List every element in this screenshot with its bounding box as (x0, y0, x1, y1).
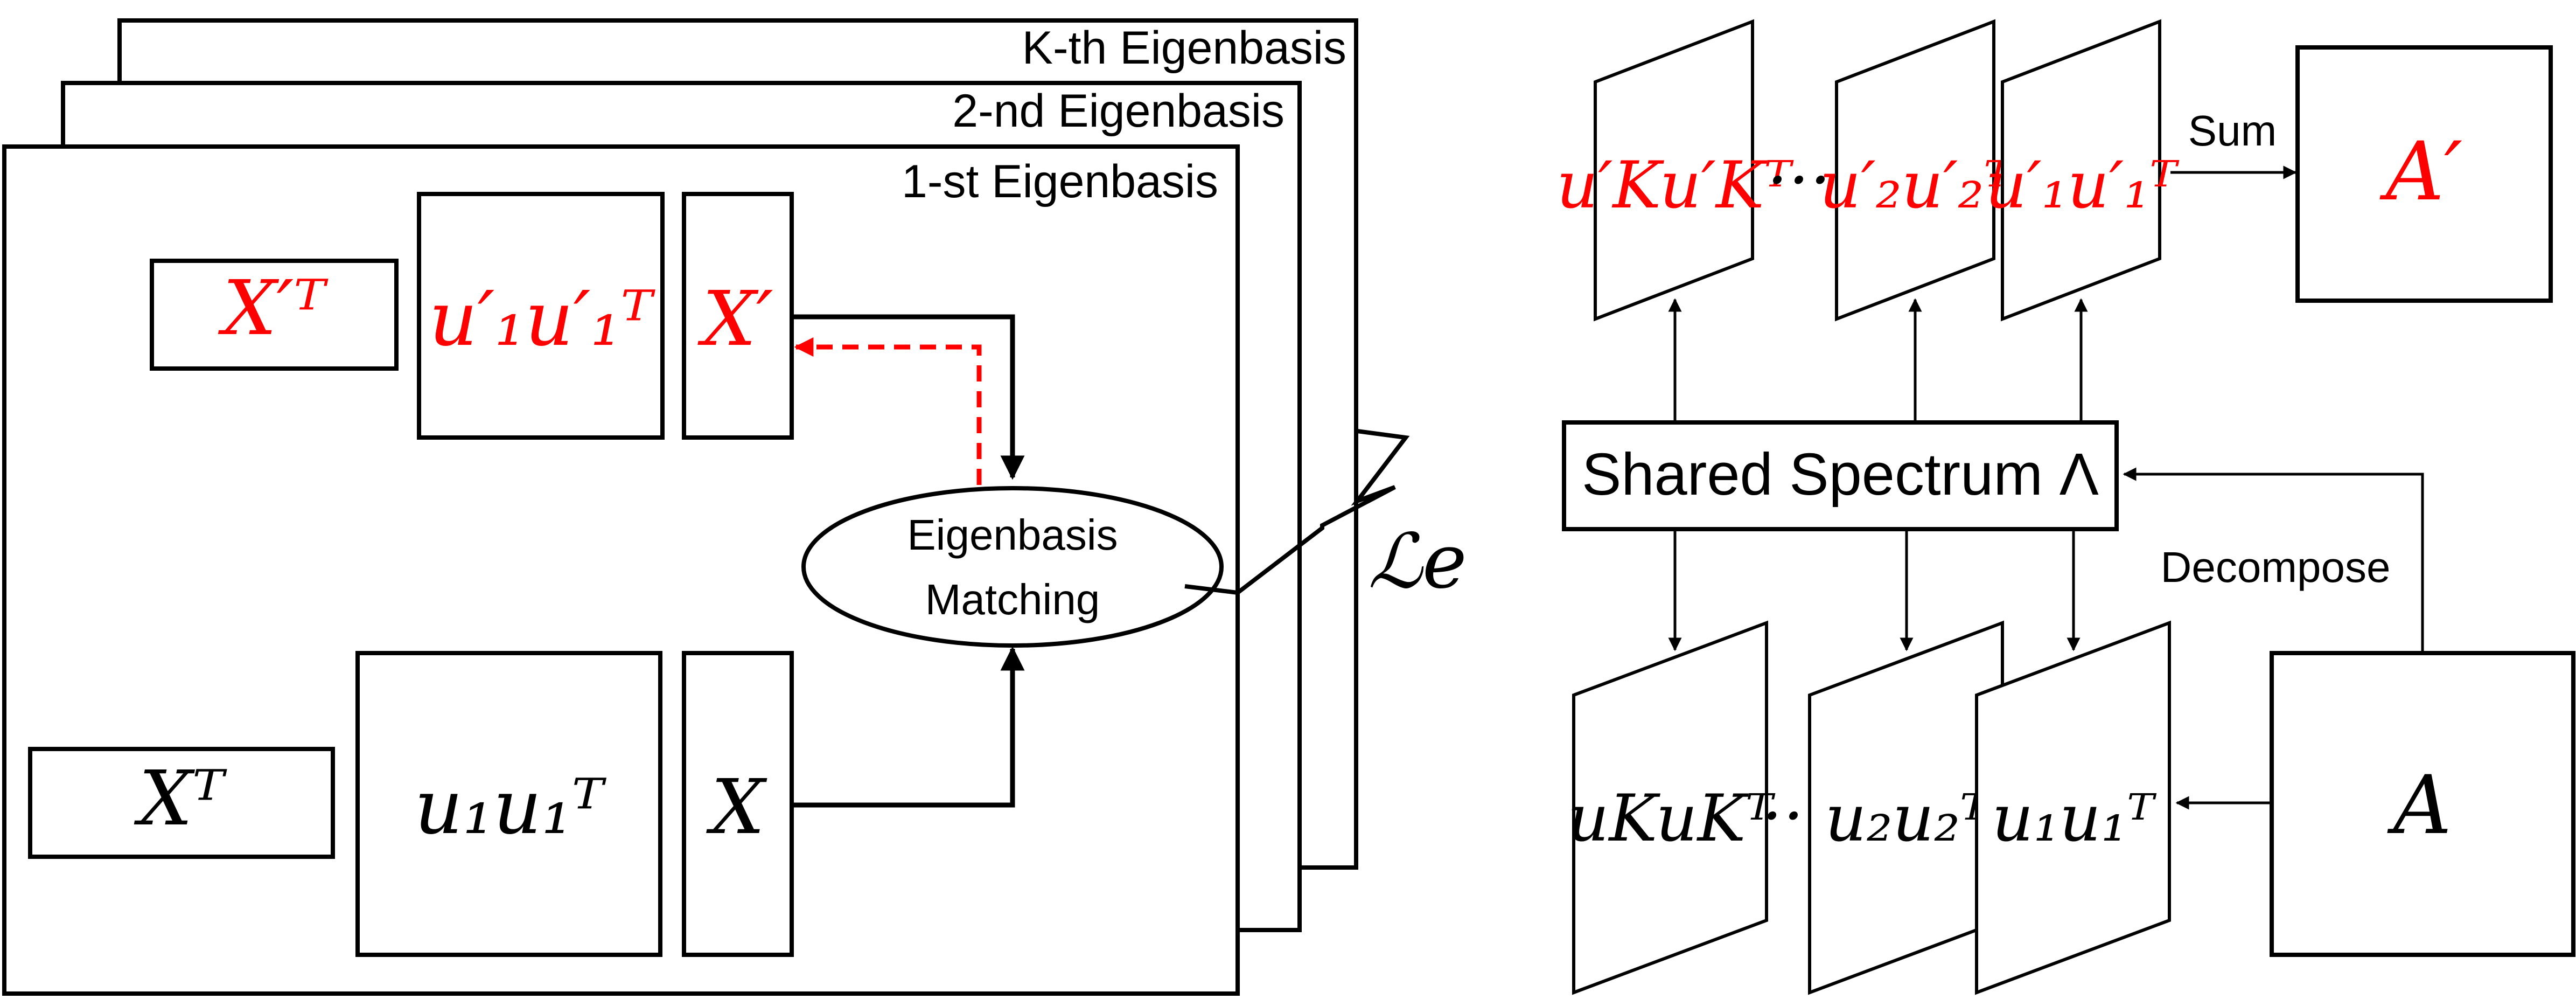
x-to-matching-arrow (792, 646, 1025, 808)
eigenbasis-matching-line1: Eigenbasis (907, 511, 1118, 559)
x-t-box (28, 747, 335, 859)
layer-k-title: K-th Eigenbasis (1022, 22, 1346, 74)
a-prime-box (2295, 45, 2553, 303)
bottom-k-card (1572, 620, 1768, 995)
sum-label: Sum (2188, 107, 2277, 155)
x-box (682, 651, 794, 957)
u-outer-box (355, 651, 662, 957)
top-2-card (1835, 19, 1995, 322)
top-ellipsis: … (1767, 124, 1831, 199)
a-box (2270, 651, 2575, 957)
a-prime-label: A′ (2379, 125, 2462, 219)
matching-to-x-prime-dashed-arrow (794, 337, 982, 485)
x-prime-t-label: X′ᵀ (218, 265, 329, 352)
loss-label: ℒe (1368, 518, 1467, 606)
x-prime-label: X′ (697, 275, 773, 363)
shared-spectrum-label: Shared Spectrum Λ (1582, 441, 2099, 508)
bottom-2-label: u₂u₂ᵀ (1825, 781, 1990, 856)
bottom-1-label: u₁u₁ᵀ (1992, 781, 2157, 856)
top-k-card (1594, 19, 1754, 322)
layer-2-title: 2-nd Eigenbasis (952, 85, 1284, 137)
x-prime-box (682, 192, 794, 440)
decompose-arrow (2123, 467, 2424, 653)
decompose-label: Decompose (2161, 543, 2391, 591)
top-2-label: u′₂u′₂ᵀ (1819, 148, 2014, 223)
a-label: A (2387, 759, 2452, 852)
eigenbasis-matching-line2: Matching (925, 575, 1100, 623)
loss-brace (1184, 429, 1410, 595)
u-prime-outer-label: u′₁u′₁ᵀ (429, 275, 656, 363)
x-prime-t-box (150, 259, 399, 371)
x-prime-to-matching-arrow (792, 314, 1025, 480)
layer-1-title: 1-st Eigenbasis (902, 156, 1218, 207)
eigenbasis-matching-ellipse (801, 486, 1224, 648)
u-prime-outer-box (417, 192, 665, 440)
top-k-label: u′Ku′Kᵀ (1556, 148, 1795, 223)
u-outer-label: u₁u₁ᵀ (414, 764, 607, 851)
x-label: X (706, 764, 767, 851)
x-t-label: Xᵀ (134, 755, 228, 843)
top-1-card (2001, 19, 2161, 322)
bottom-1-card (1975, 620, 2171, 995)
shared-spectrum-box (1562, 420, 2119, 531)
bottom-k-label: uKuKᵀ (1567, 781, 1776, 856)
top-1-label: u′₁u′₁ᵀ (1985, 148, 2180, 223)
